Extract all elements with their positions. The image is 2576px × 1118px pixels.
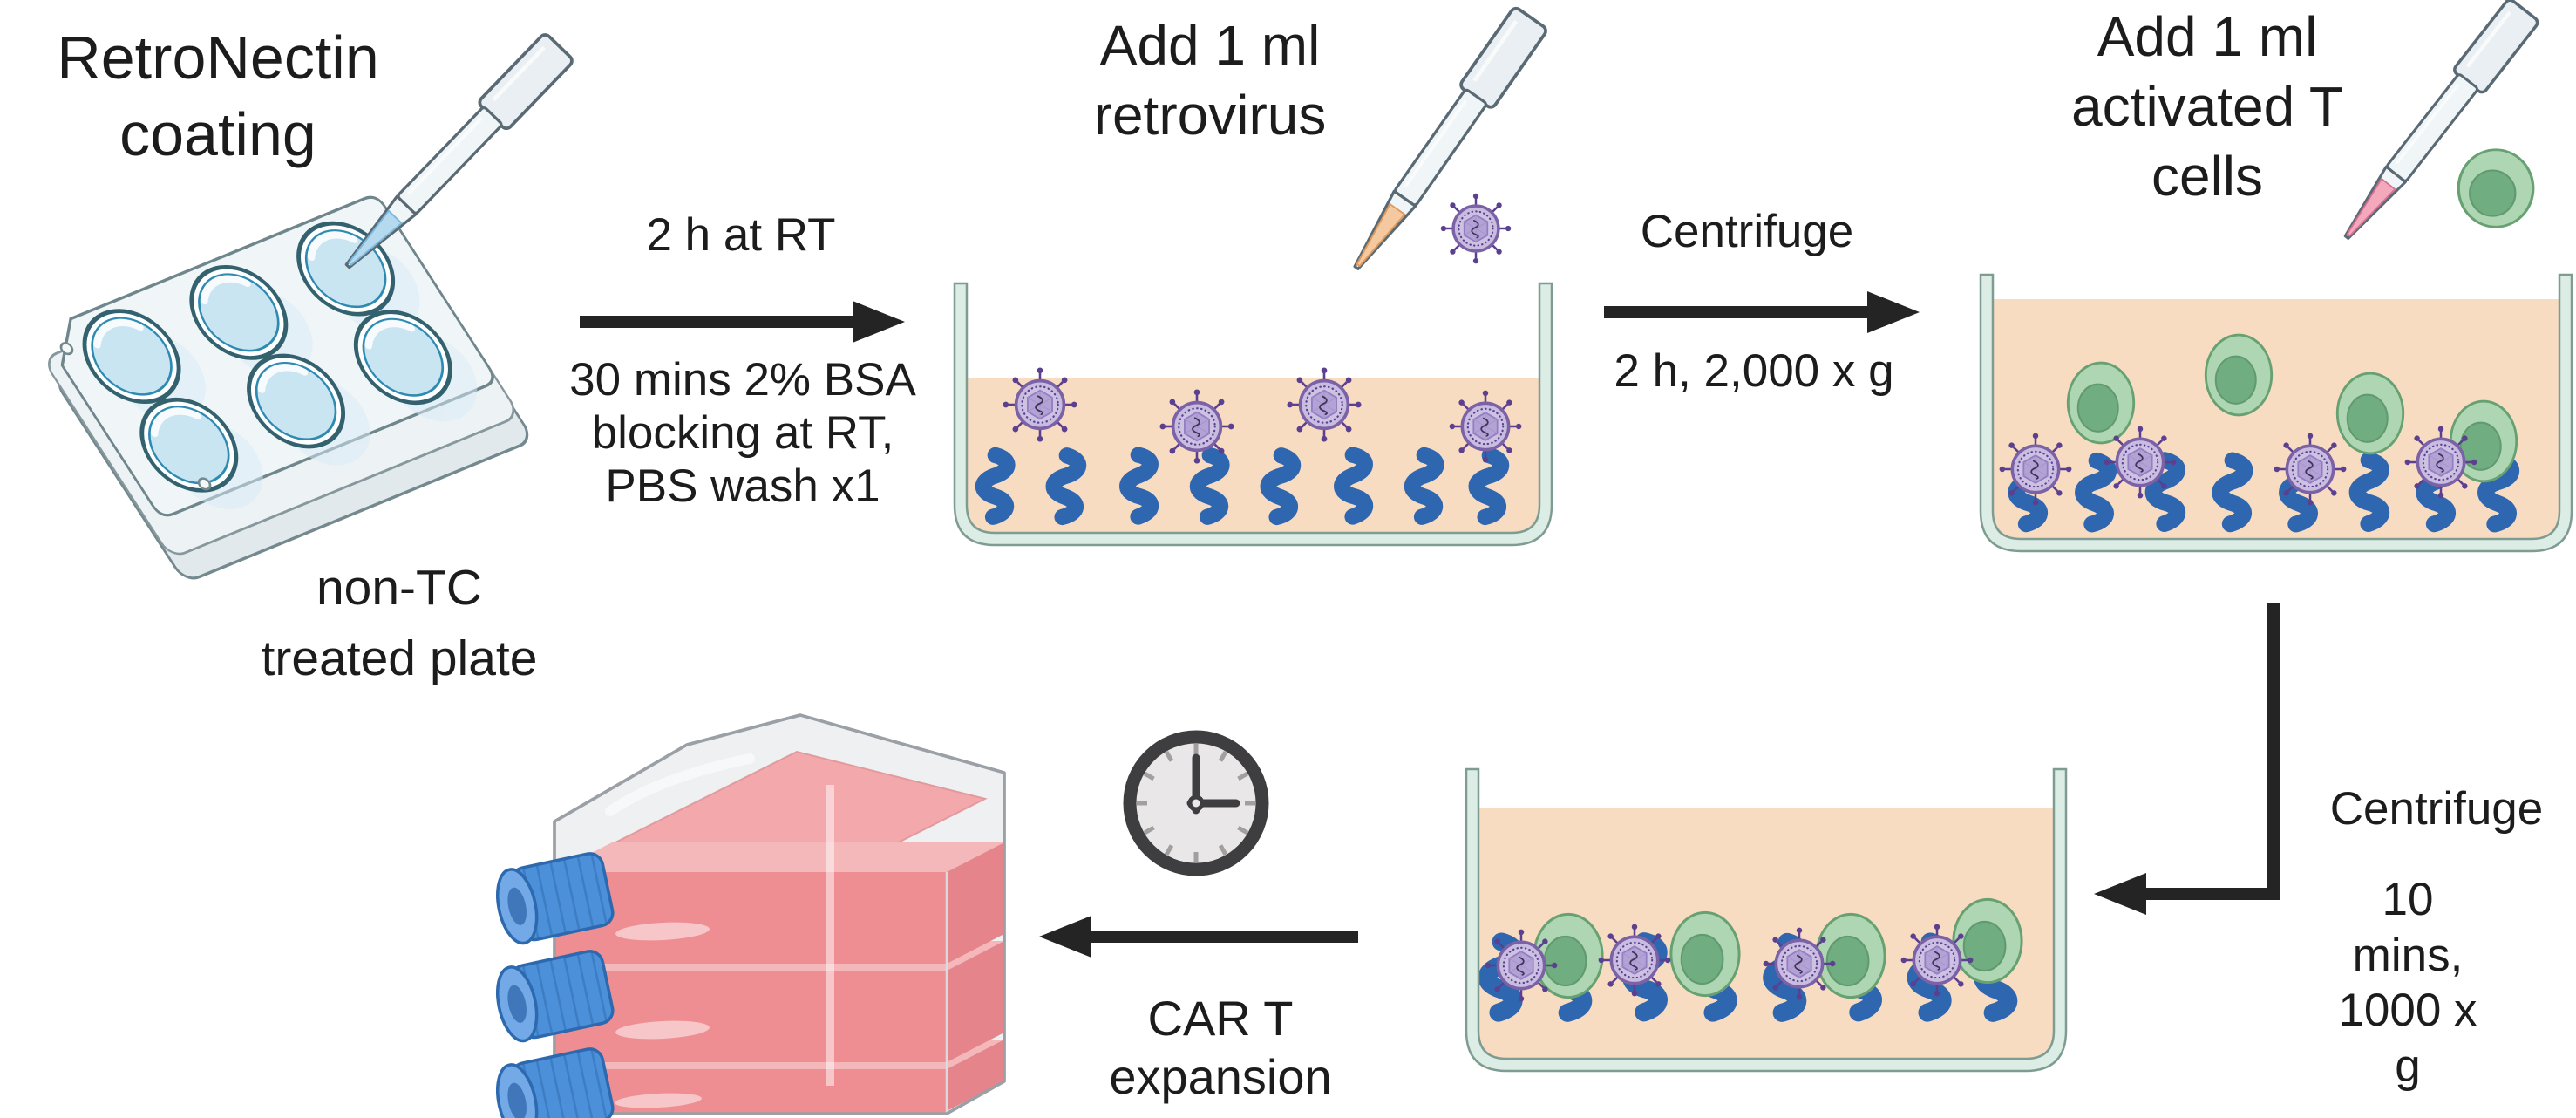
label-non-tc-plate: non-TC treated plate [261,560,538,686]
flask-media-sides [947,842,1004,1111]
retrovirus-icon [2102,424,2178,501]
clock-ticks [1137,744,1255,862]
triple-layer-flask-icon [496,713,1006,1118]
label-retronectin-coating: RetroNectin coating [57,24,379,169]
flask-media-layers [554,872,947,1114]
well-wall [1465,767,2068,1073]
well-cross-section-icon [1465,767,2068,1073]
label-centrifuge-1: Centrifuge [1640,206,1854,257]
retrovirus-icon [1285,365,1363,444]
retrovirus-icon [2272,431,2348,508]
flask-cap [496,950,615,1043]
t-cell-icon [1815,912,1886,999]
plate-wells [82,221,452,493]
t-cell-icon [2457,148,2535,228]
t-cell-icon [1533,912,1604,999]
retrovirus-icon [1439,192,1512,265]
well-wall [953,282,1553,547]
retrovirus-icon [1158,387,1236,466]
retrovirus-icon [1899,922,1975,999]
label-centrifuge-1-detail: 2 h, 2,000 x g [1614,345,1894,397]
pipette-liquid-pink [2346,177,2396,237]
retrovirus-icon [2403,424,2479,501]
flask-cap [496,852,615,945]
label-centrifuge-2: Centrifuge [2329,783,2544,835]
retrovirus-icon [1447,388,1524,465]
label-add-retrovirus: Add 1 ml retrovirus [1093,14,1327,147]
label-bsa-blocking: 30 mins 2% BSA blocking at RT, PBS wash … [569,354,916,512]
retrovirus-icon [1761,925,1838,1002]
retrovirus-icon [1997,431,2074,508]
pipette-liquid-blue [348,209,404,266]
well-wall [1979,273,2573,553]
t-cell-icon [2204,333,2274,417]
label-add-t-cells: Add 1 ml activated T cells [2071,5,2343,208]
clock-icon [1123,730,1269,876]
label-incubate-rt: 2 h at RT [646,209,836,261]
pipette-icon [2343,0,2539,240]
pipette-liquid-orange [1356,202,1406,268]
six-well-plate-icon [48,195,529,580]
arrow-right-icon [1604,291,1920,333]
label-car-t-expansion: CAR T expansion [1109,991,1332,1105]
arrow-left-icon [1039,916,1358,958]
pipette-icon [344,33,574,269]
flask-highlights [605,753,834,1108]
t-cell-icon [2335,372,2405,455]
medium-liquid [1478,808,2054,1059]
t-cell-icon [1669,910,1741,998]
retrovirus-icon [1483,927,1560,1004]
t-cell-icon [2066,361,2136,445]
retrovirus-icon [1001,365,1079,444]
flask-cap [496,1047,615,1118]
arrow-right-icon [580,301,905,343]
well-cross-section-icon [1979,273,2573,553]
label-centrifuge-2-detail: 10 mins, 1000 x g [2338,874,2477,1092]
pipette-icon [1353,6,1547,270]
arrow-down-left-icon [2094,603,2280,915]
t-cell-icon [1952,897,2023,985]
well-cross-section-icon [953,282,1553,547]
medium-liquid [967,378,1539,533]
retrovirus-icon [1596,922,1673,999]
